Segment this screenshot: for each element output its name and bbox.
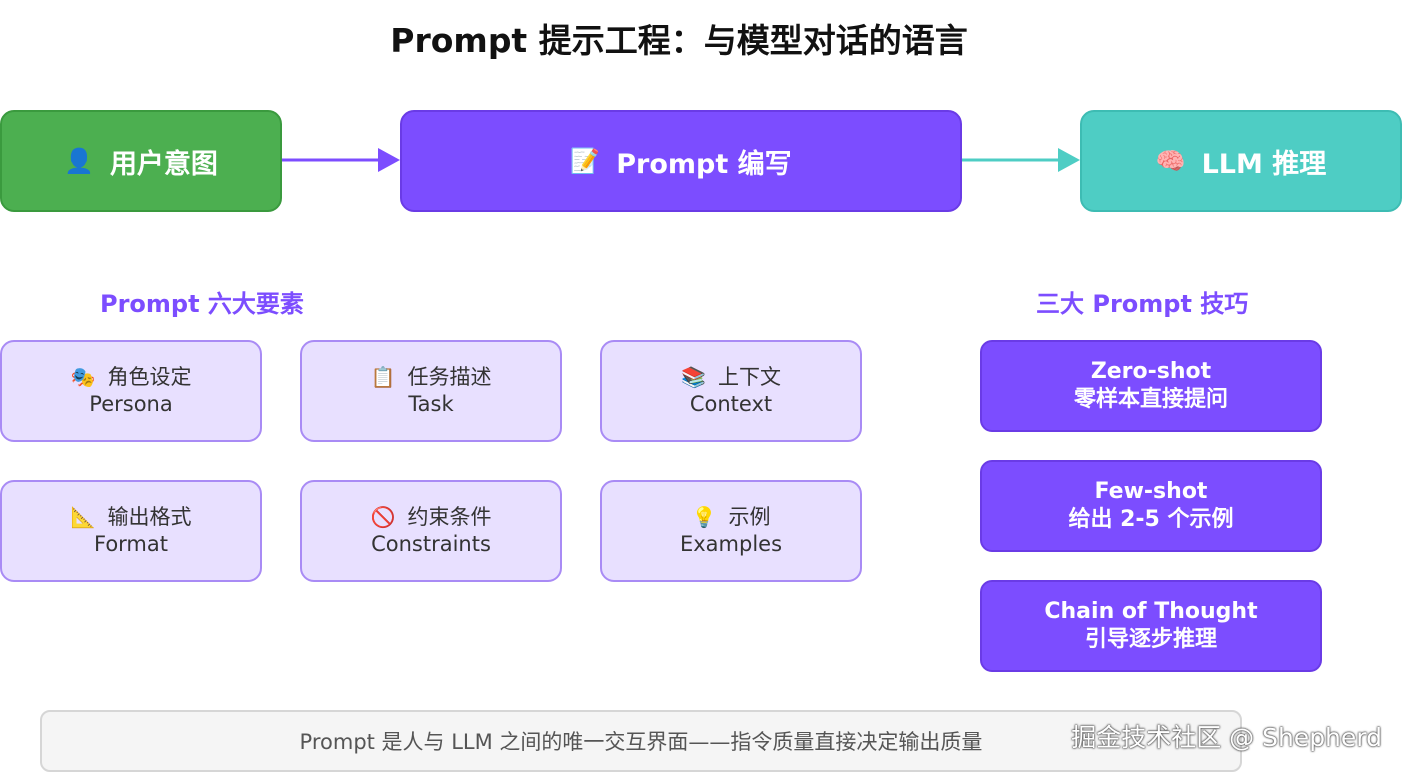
arrow-prompt-to-llm: [962, 148, 1080, 172]
flow-node-label: 用户意图: [109, 148, 218, 180]
tip-card-few-shot: Few-shot 给出 2-5 个示例: [980, 460, 1322, 552]
element-en-label: Task: [408, 392, 454, 416]
element-zh-label: 输出格式: [107, 505, 192, 529]
books-icon: 📚: [681, 365, 706, 389]
element-zh-label: 角色设定: [107, 365, 192, 389]
element-en-label: Persona: [89, 392, 173, 416]
tips-section-title: 三大 Prompt 技巧: [1036, 290, 1249, 318]
brain-icon: 🧠: [1155, 147, 1186, 175]
lightbulb-icon: 💡: [691, 505, 717, 529]
tip-en-label: Chain of Thought: [1044, 599, 1258, 624]
element-zh-label: 上下文: [717, 365, 781, 389]
element-zh-label: 任务描述: [407, 365, 492, 389]
flow-node-llm-reasoning: 🧠 LLM 推理: [1080, 110, 1402, 212]
element-card-task: 📋 任务描述 Task: [300, 340, 562, 442]
user-icon: 👤: [64, 147, 94, 175]
element-en-label: Constraints: [371, 532, 491, 556]
memo-icon: 📝: [570, 147, 601, 175]
element-en-label: Format: [93, 532, 168, 556]
elements-section-title: Prompt 六大要素: [100, 290, 304, 318]
tip-card-chain-of-thought: Chain of Thought 引导逐步推理: [980, 580, 1322, 672]
clipboard-icon: 📋: [370, 365, 396, 389]
flow-node-prompt-writing: 📝 Prompt 编写: [400, 110, 962, 212]
footer-note: Prompt 是人与 LLM 之间的唯一交互界面——指令质量直接决定输出质量: [40, 710, 1242, 772]
diagram-title: Prompt 提示工程：与模型对话的语言: [390, 21, 968, 60]
tip-zh-label: 零样本直接提问: [1073, 387, 1228, 412]
element-card-examples: 💡 示例 Examples: [600, 480, 862, 582]
tip-zh-label: 给出 2-5 个示例: [1068, 507, 1234, 532]
element-zh-label: 约束条件: [407, 505, 492, 529]
flow-node-label: LLM 推理: [1201, 148, 1327, 180]
arrow-intent-to-prompt: [282, 148, 400, 172]
flow-node-label: Prompt 编写: [616, 148, 792, 180]
tip-en-label: Few-shot: [1094, 479, 1208, 504]
element-en-label: Examples: [679, 532, 783, 556]
element-zh-label: 示例: [728, 505, 771, 529]
element-card-constraints: 🚫 约束条件 Constraints: [300, 480, 562, 582]
tip-zh-label: 引导逐步推理: [1084, 627, 1217, 652]
flow-node-user-intent: 👤 用户意图: [0, 110, 282, 212]
tip-en-label: Zero-shot: [1090, 359, 1212, 384]
element-en-label: Context: [689, 392, 773, 416]
watermark: 掘金技术社区 @ Shepherd: [1071, 723, 1382, 752]
theater-masks-icon: 🎭: [70, 365, 96, 389]
element-card-context: 📚 上下文 Context: [600, 340, 862, 442]
footer-note-text: Prompt 是人与 LLM 之间的唯一交互界面——指令质量直接决定输出质量: [299, 730, 983, 754]
element-card-format: 📐 输出格式 Format: [0, 480, 262, 582]
tip-card-zero-shot: Zero-shot 零样本直接提问: [980, 340, 1322, 432]
element-card-persona: 🎭 角色设定 Persona: [0, 340, 262, 442]
triangle-ruler-icon: 📐: [70, 505, 96, 529]
prohibited-icon: 🚫: [370, 505, 396, 529]
